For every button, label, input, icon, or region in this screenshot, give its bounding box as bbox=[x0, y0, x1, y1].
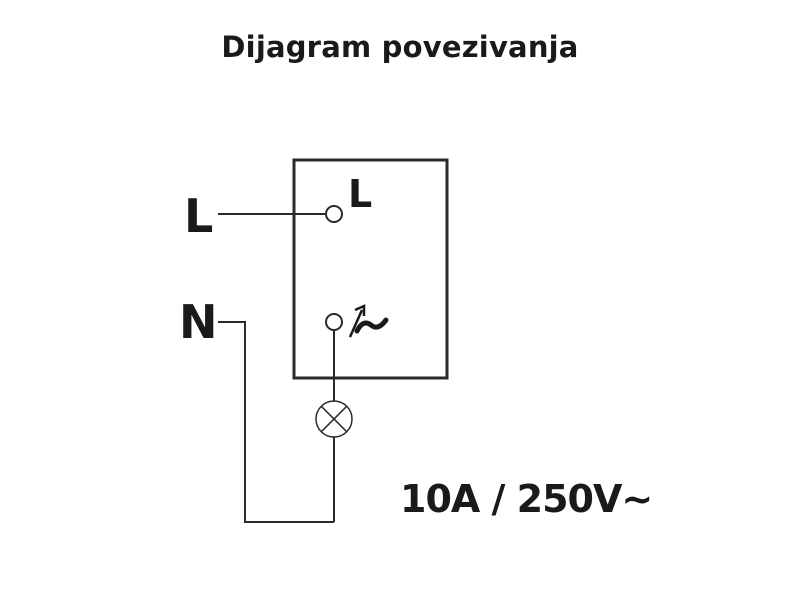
load-symbol-icon bbox=[348, 304, 389, 338]
switch-box bbox=[292, 158, 449, 380]
lamp-icon bbox=[315, 400, 353, 438]
neutral-input-label: N bbox=[179, 295, 218, 349]
neutral-wire bbox=[218, 321, 334, 523]
terminal-line bbox=[325, 205, 343, 223]
terminal-line-label: L bbox=[348, 172, 373, 216]
page-title: Dijagram povezivanja bbox=[221, 30, 579, 64]
line-input-label: L bbox=[184, 189, 214, 243]
terminal-load bbox=[325, 313, 343, 331]
rating-label: 10A / 250V~ bbox=[400, 477, 653, 521]
